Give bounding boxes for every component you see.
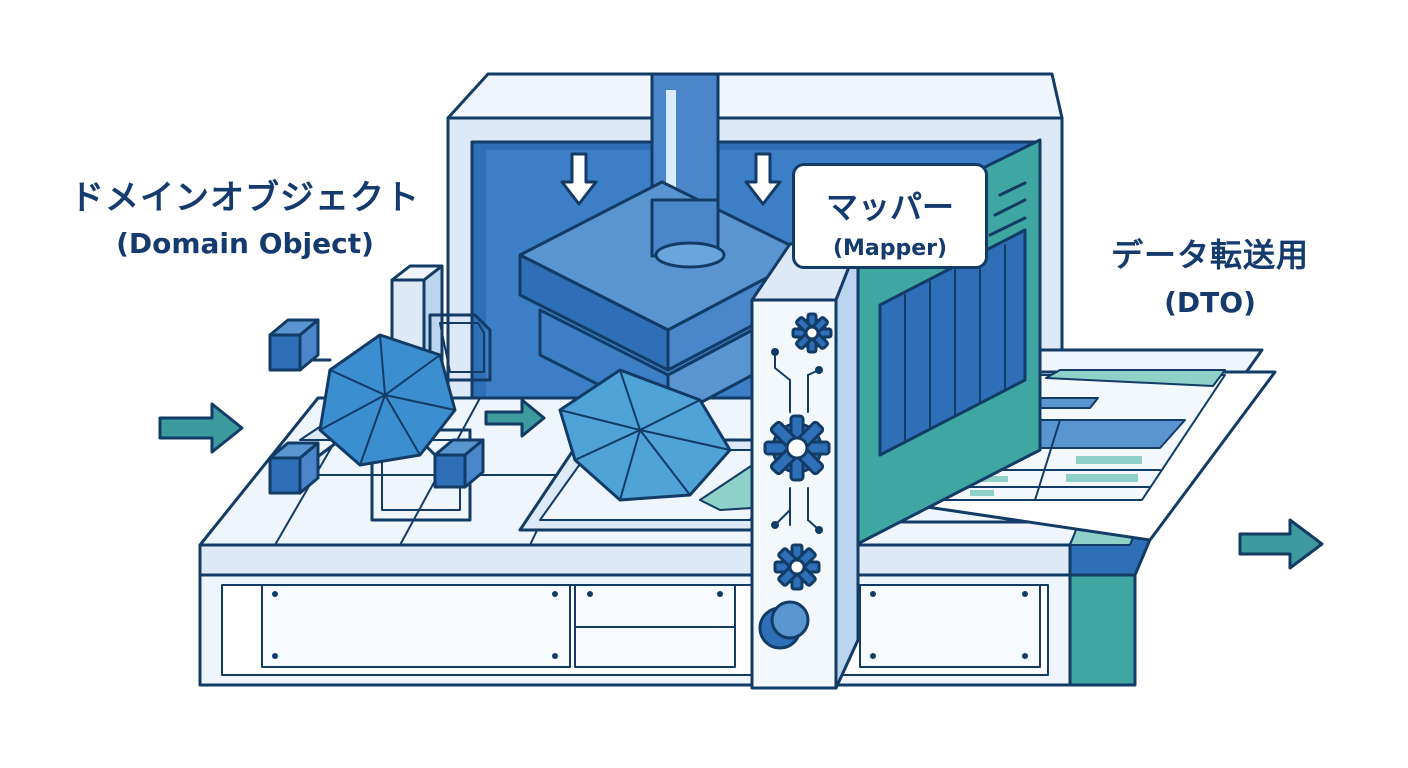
label-mapper: マッパー (Mapper) — [792, 163, 988, 269]
label-mapper-ja: マッパー — [795, 182, 985, 228]
label-domain-object-ja: ドメインオブジェクト — [60, 170, 430, 219]
label-mapper-en: (Mapper) — [795, 236, 985, 261]
label-domain-object-en: (Domain Object) — [60, 227, 430, 260]
label-dto-en: (DTO) — [1080, 286, 1340, 319]
label-domain-object: ドメインオブジェクト (Domain Object) — [60, 170, 430, 260]
right-arrow-icon — [160, 404, 242, 452]
label-dto: データ転送用 (DTO) — [1080, 230, 1340, 319]
gear-icon — [765, 416, 829, 480]
right-arrow-icon — [1240, 520, 1322, 568]
gear-icon — [775, 545, 819, 589]
label-dto-ja: データ転送用 — [1080, 230, 1340, 276]
gear-icon — [793, 314, 831, 352]
